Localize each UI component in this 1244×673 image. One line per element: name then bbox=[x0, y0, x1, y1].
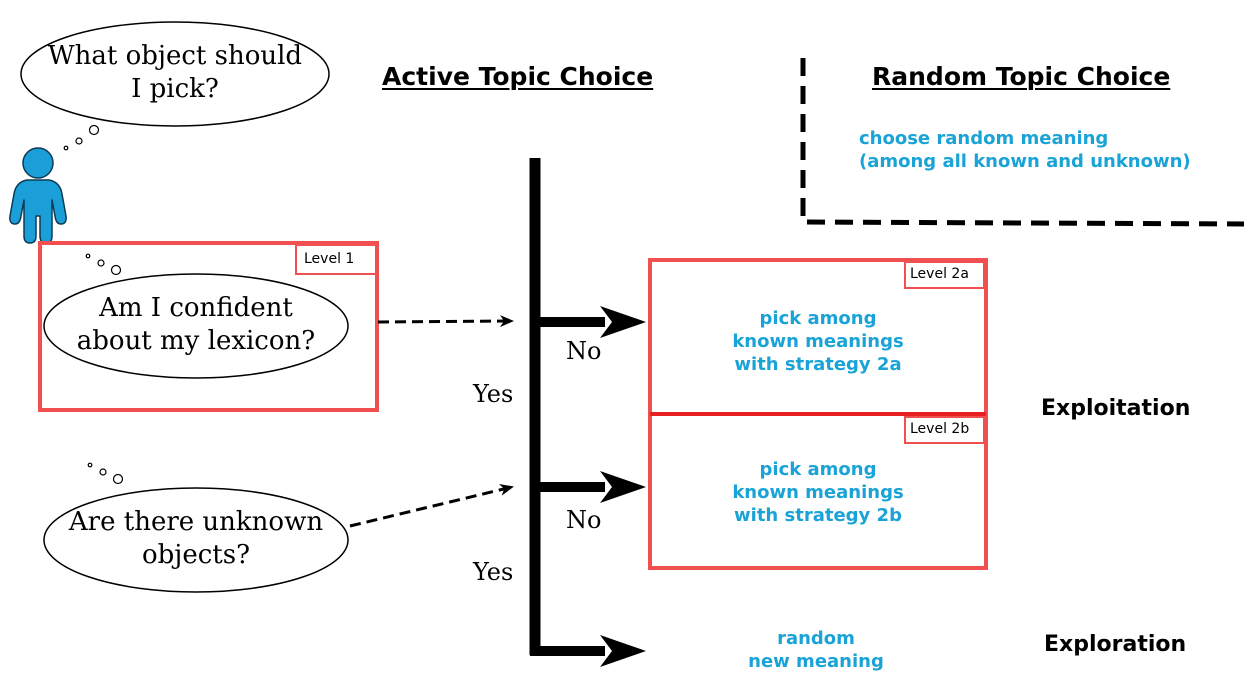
random-choice-border bbox=[800, 58, 1244, 227]
random-choice-line: (among all known and unknown) bbox=[859, 151, 1191, 173]
thought-line: I pick? bbox=[131, 73, 219, 104]
random-choice-text: choose random meaning (among all known a… bbox=[859, 127, 1191, 174]
dashed-arrow-confident bbox=[377, 315, 514, 328]
branch-label-yes-1: Yes bbox=[473, 380, 514, 408]
thought-text-confident: Am I confident about my lexicon? bbox=[44, 292, 348, 357]
thought-line: objects? bbox=[141, 539, 251, 570]
thought-line: Are there unknown bbox=[68, 507, 324, 537]
random-new-meaning-text: random new meaning bbox=[730, 627, 902, 673]
box-line: with strategy 2a bbox=[734, 354, 902, 376]
level2a-tag-box bbox=[904, 261, 985, 289]
branch-arrow-no-1 bbox=[535, 306, 646, 338]
thought-text-unknown: Are there unknown objects? bbox=[44, 506, 348, 571]
thought-bubble-unknown bbox=[43, 487, 349, 593]
branch-label-no-2: No bbox=[566, 506, 602, 534]
branch-label-yes-2: Yes bbox=[473, 558, 514, 586]
box-line: pick among bbox=[759, 308, 877, 329]
box-line: with strategy 2b bbox=[734, 505, 902, 527]
label-exploitation: Exploitation bbox=[1041, 396, 1191, 421]
box-line: known meanings bbox=[732, 482, 904, 504]
thought-line: What object should bbox=[47, 41, 303, 71]
level1-box bbox=[38, 241, 379, 412]
branch-arrow-no-2 bbox=[535, 471, 646, 503]
outcome-line: new meaning bbox=[748, 651, 884, 673]
branch-label-no-1: No bbox=[566, 337, 602, 365]
random-choice-line: choose random meaning bbox=[859, 128, 1109, 149]
heading-active-topic-choice: Active Topic Choice bbox=[382, 62, 654, 91]
thought-line: about my lexicon? bbox=[76, 325, 316, 356]
level2a-text: pick among known meanings with strategy … bbox=[652, 307, 984, 376]
box-line: pick among bbox=[759, 459, 877, 480]
outcome-line: random bbox=[777, 628, 855, 649]
label-exploration: Exploration bbox=[1044, 632, 1187, 657]
level1-tag: Level 1 bbox=[304, 251, 355, 267]
person-icon bbox=[9, 147, 67, 244]
thought-text-what-object: What object should I pick? bbox=[22, 40, 328, 105]
heading-random-topic-choice: Random Topic Choice bbox=[872, 62, 1171, 91]
thought-line: Am I confident bbox=[99, 293, 293, 323]
thought-dots-top bbox=[63, 124, 100, 151]
thought-bubble-confident bbox=[43, 273, 349, 379]
level2b-tag-box bbox=[904, 416, 985, 444]
level2a-tag: Level 2a bbox=[910, 266, 969, 282]
dashed-arrow-unknown bbox=[349, 483, 514, 528]
box-line: known meanings bbox=[732, 331, 904, 353]
level2b-text: pick among known meanings with strategy … bbox=[652, 458, 984, 527]
thought-bubble-what-object bbox=[20, 21, 330, 127]
thought-dots-unknown bbox=[87, 462, 124, 485]
level2b-tag: Level 2b bbox=[910, 421, 970, 437]
branch-arrow-yes-2 bbox=[530, 635, 646, 667]
level1-tag-box bbox=[295, 244, 377, 275]
thought-dots-level1 bbox=[85, 253, 122, 276]
